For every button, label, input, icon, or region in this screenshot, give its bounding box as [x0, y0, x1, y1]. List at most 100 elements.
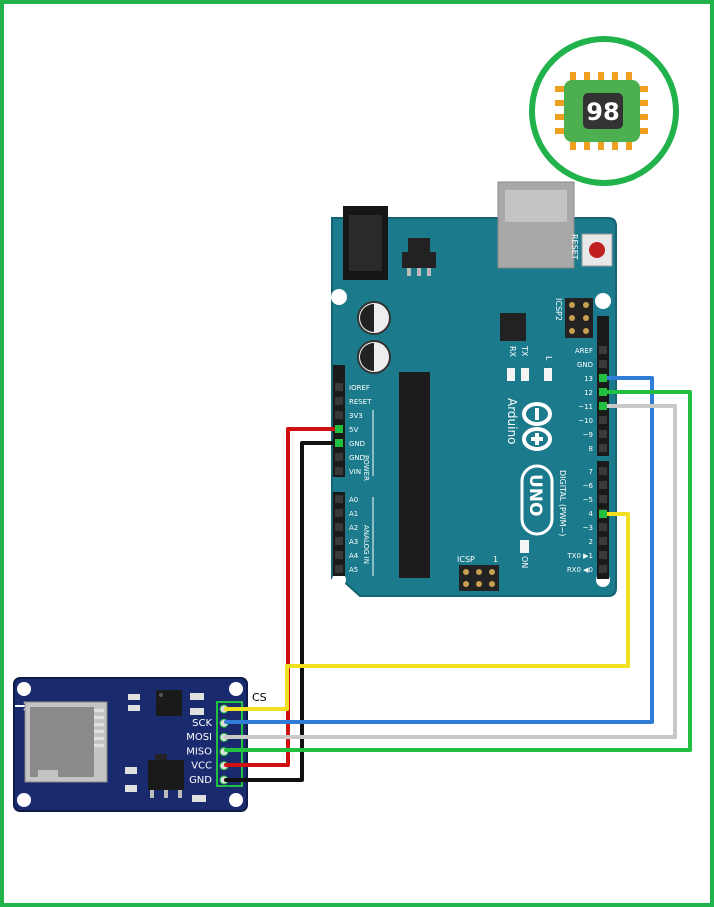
- smd-capacitor: [192, 795, 206, 802]
- header-pin: [599, 360, 607, 368]
- usb-interface-chip: [500, 313, 526, 341]
- power-pin-label: 5V: [349, 426, 358, 434]
- connected-pin: [599, 374, 607, 382]
- connected-pin: [599, 510, 607, 518]
- digital-pin-label: ~10: [578, 417, 593, 425]
- power-pin-label: GND: [349, 440, 365, 448]
- tx-led: [521, 368, 529, 381]
- rx-led: [507, 368, 515, 381]
- mounting-hole: [17, 793, 31, 807]
- reset-button: [581, 233, 613, 267]
- header-pin: [335, 411, 343, 419]
- header-pin: [335, 397, 343, 405]
- header-pin: [599, 416, 607, 424]
- reset-label: RESET: [570, 234, 579, 260]
- icsp2-label: ICSP2: [554, 298, 563, 321]
- digital-pin-label: RX0 ◀0: [567, 566, 593, 574]
- analog-section-label: ANALOG IN: [362, 525, 370, 564]
- atmega-chip: [399, 372, 430, 578]
- connected-pin: [599, 402, 607, 410]
- icsp-label: ICSP: [457, 555, 475, 564]
- header-pin: [335, 495, 343, 503]
- power-pin-label: 3V3: [349, 412, 363, 420]
- digital-pin-label: AREF: [575, 347, 593, 355]
- header-pin: [599, 346, 607, 354]
- arduino-uno-board: RESET ICSP2 TX RX L ON: [331, 181, 617, 597]
- header-pin: [335, 467, 343, 475]
- smd-resistor: [190, 693, 204, 700]
- module-pin-label: MISO: [186, 746, 212, 757]
- analog-pin-label: A5: [349, 566, 358, 574]
- l-label: L: [544, 356, 553, 361]
- module-pin-label: GND: [189, 775, 212, 786]
- mounting-hole: [331, 289, 347, 305]
- digital-section-label: DIGITAL (PWM~): [558, 470, 567, 536]
- module-pin-label: VCC: [191, 761, 212, 772]
- tx-label: TX: [520, 345, 529, 357]
- icsp-header: [459, 565, 499, 591]
- mounting-hole: [17, 682, 31, 696]
- digital-pin-label: 7: [589, 468, 593, 476]
- uno-logo: UNO: [520, 464, 554, 536]
- header-pin: [599, 565, 607, 573]
- digital-pin-label: 8: [589, 445, 593, 453]
- module-regulator: [148, 754, 184, 798]
- logo-text: 98: [586, 98, 619, 126]
- wire-gnd-to-gnd: [224, 441, 341, 782]
- header-pin: [335, 565, 343, 573]
- smd-capacitor: [125, 767, 137, 774]
- power-pin-label: GND: [349, 454, 365, 462]
- wire-pin12-to-miso: [224, 390, 692, 752]
- l-led: [544, 368, 552, 381]
- header-pin: [335, 523, 343, 531]
- header-pin: [335, 453, 343, 461]
- module-pin-label: SCK: [192, 718, 212, 729]
- capacitor: [357, 340, 391, 374]
- rx-label: RX: [508, 346, 517, 358]
- level-shifter-chip: [156, 690, 182, 716]
- voltage-regulator: [402, 238, 436, 276]
- connected-pin: [599, 388, 607, 396]
- mounting-hole: [229, 793, 243, 807]
- uno-text: UNO: [525, 474, 545, 516]
- on-led: [520, 540, 529, 553]
- header-pin: [599, 430, 607, 438]
- digital-pin-label: ~11: [578, 403, 593, 411]
- smd-resistor: [190, 708, 204, 715]
- header-pin: [599, 523, 607, 531]
- analog-pin-label: A3: [349, 538, 358, 546]
- digital-pin-label: 12: [584, 389, 593, 397]
- header-pin: [599, 551, 607, 559]
- digital-pin-label: 4: [589, 510, 594, 518]
- header-pin: [599, 481, 607, 489]
- smd-capacitor: [125, 785, 137, 792]
- header-pin: [599, 444, 607, 452]
- smd-resistor: [128, 705, 140, 711]
- cs-label: CS: [252, 691, 267, 704]
- header-pin: [599, 537, 607, 545]
- header-pin: [335, 537, 343, 545]
- chip-icon: 98: [555, 72, 648, 150]
- smd-resistor: [128, 694, 140, 700]
- analog-pin-label: A2: [349, 524, 358, 532]
- digital-pin-label: TX0 ▶1: [566, 552, 593, 560]
- connected-pin: [335, 425, 343, 433]
- connected-pin: [335, 439, 343, 447]
- digital-pin-label: 13: [584, 375, 593, 383]
- on-label: ON: [520, 556, 529, 568]
- digital-pin-label: ~5: [583, 496, 593, 504]
- digital-pin-label: ~6: [583, 482, 594, 490]
- arduino-infinity-logo: [522, 402, 552, 451]
- wire-5v-to-vcc: [224, 427, 341, 767]
- icsp2-header: [565, 298, 593, 338]
- logo-badge: 98: [529, 36, 679, 186]
- power-pin-label: VIN: [349, 468, 361, 476]
- header-pin: [599, 495, 607, 503]
- mounting-hole: [332, 573, 346, 587]
- digital-pin-label: GND: [577, 361, 593, 369]
- analog-pin-label: A4: [349, 552, 359, 560]
- capacitor: [357, 301, 391, 335]
